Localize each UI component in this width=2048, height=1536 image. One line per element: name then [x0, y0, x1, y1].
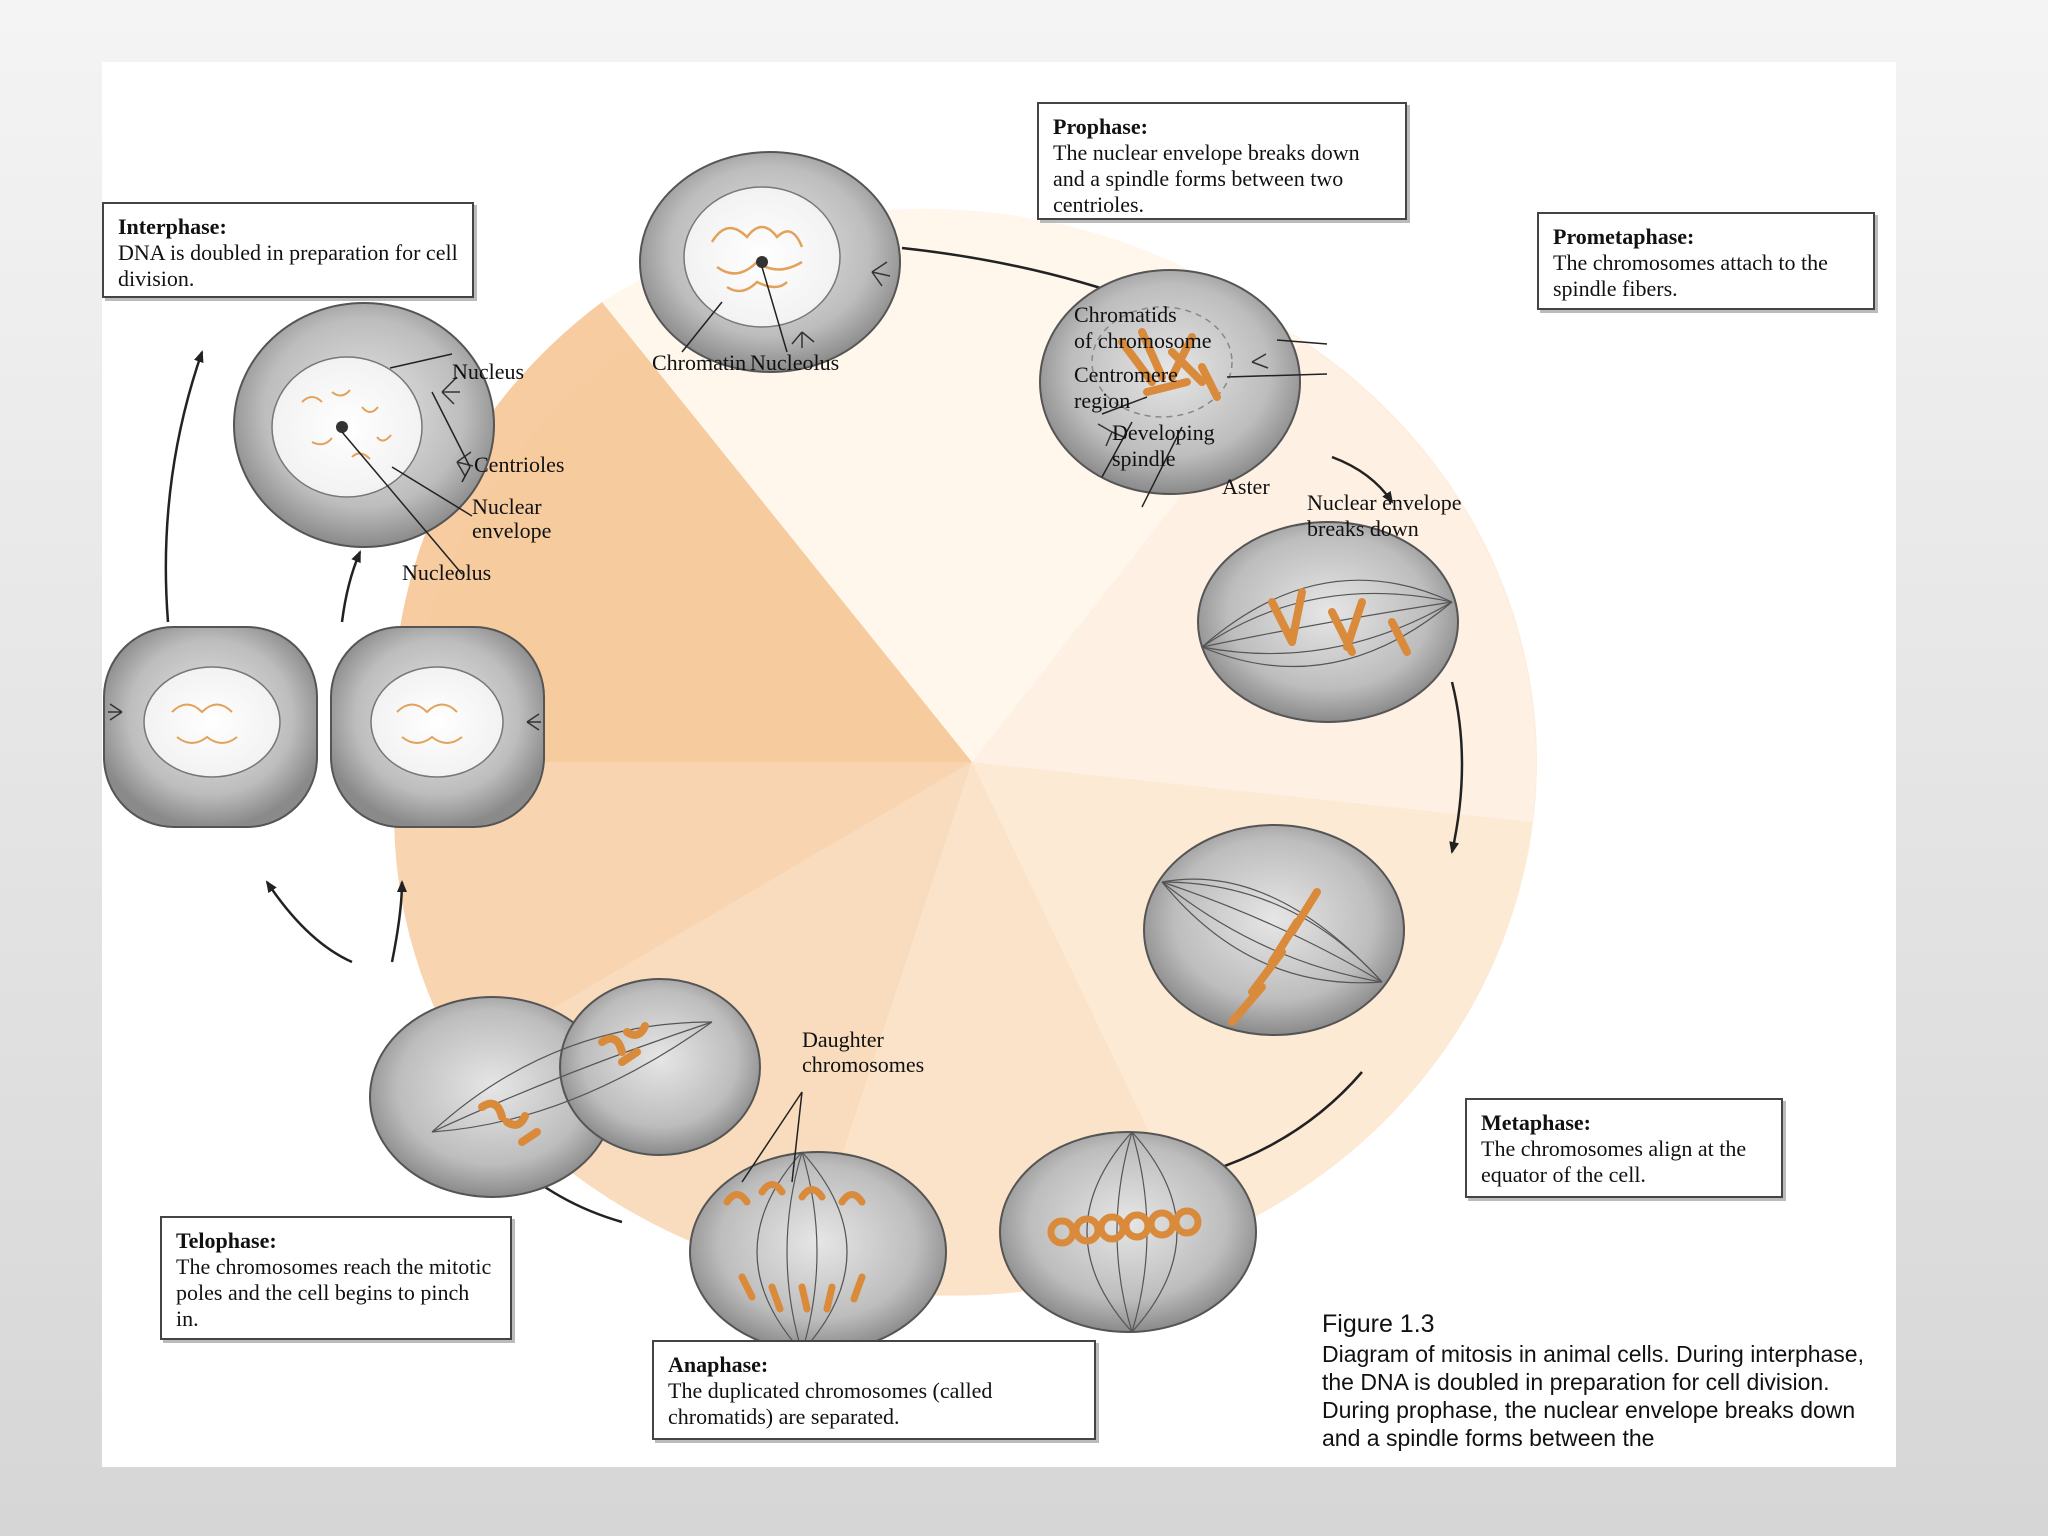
prophase-text: The nuclear envelope breaks down and a s… [1053, 140, 1360, 217]
label-developing-1: Developing [1112, 420, 1215, 445]
prophase-cell [639, 151, 901, 373]
prometaphase-title: Prometaphase: [1553, 224, 1695, 249]
interphase-box: Interphase: DNA is doubled in preparatio… [102, 202, 474, 298]
prometaphase-box: Prometaphase: The chromosomes attach to … [1537, 212, 1875, 310]
telophase-title: Telophase: [176, 1228, 277, 1253]
metaphase-title: Metaphase: [1481, 1110, 1591, 1135]
label-developing-2: spindle [1112, 446, 1176, 471]
arrow-to-metaphase [1449, 681, 1464, 854]
metaphase-cell [1143, 824, 1405, 1036]
prophase-box: Prophase: The nuclear envelope breaks do… [1037, 102, 1407, 220]
interphase-text: DNA is doubled in preparation for cell d… [118, 240, 458, 291]
leader-lines [341, 266, 1328, 1183]
daughter-cell-right [330, 626, 545, 828]
label-nuclear-envelope-1: Nuclear [472, 494, 542, 519]
label-centromere-2: region [1074, 388, 1130, 413]
prometaphase-late-cell [1197, 521, 1459, 723]
metaphase-text: The chromosomes align at the equator of … [1481, 1136, 1747, 1187]
label-nucleus: Nucleus [452, 359, 524, 384]
prophase-title: Prophase: [1053, 114, 1148, 139]
daughter-cell-left [103, 626, 318, 828]
arrow-to-anaphase-early [1205, 1071, 1363, 1174]
prometaphase-early-cell [1039, 269, 1301, 495]
interphase-title: Interphase: [118, 214, 227, 239]
metaphase-box: Metaphase: The chromosomes align at the … [1465, 1098, 1783, 1198]
label-envelope-breaks-2: breaks down [1307, 516, 1419, 541]
telophase-box: Telophase: The chromosomes reach the mit… [160, 1216, 512, 1340]
arrow-to-daughter-right [390, 880, 407, 963]
telophase-text: The chromosomes reach the mitotic poles … [176, 1254, 492, 1331]
mitosis-diagram: Nucleus Centrioles Nuclear envelope Nucl… [103, 151, 1537, 1353]
label-nucleolus-interphase: Nucleolus [402, 560, 491, 585]
prometaphase-text: The chromosomes attach to the spindle fi… [1553, 250, 1828, 301]
mitosis-figure: Nucleus Centrioles Nuclear envelope Nucl… [102, 62, 1896, 1467]
label-centromere-1: Centromere [1074, 362, 1178, 387]
caption-text: Diagram of mitosis in animal cells. Duri… [1322, 1341, 1864, 1451]
arrow-to-late-prometaphase [1331, 455, 1394, 504]
label-envelope-breaks-1: Nuclear envelope [1307, 490, 1462, 515]
arrow-to-interphase-cell [340, 550, 362, 623]
anaphase-text: The duplicated chromosomes (called chrom… [668, 1378, 993, 1429]
arrow-to-daughter-left [265, 880, 353, 964]
label-nucleolus-prophase: Nucleolus [750, 350, 839, 375]
anaphase-box: Anaphase: The duplicated chromosomes (ca… [652, 1340, 1096, 1440]
anaphase-early-cell [999, 1131, 1257, 1333]
figure-caption: Figure 1.3 Diagram of mitosis in animal … [1322, 1310, 1892, 1467]
arrow-to-interphase-box [164, 350, 204, 623]
telophase-cell [369, 978, 761, 1198]
anaphase-cell [689, 1151, 947, 1353]
caption-title: Figure 1.3 [1322, 1310, 1435, 1338]
label-daughter-2: chromosomes [802, 1052, 924, 1077]
label-chromatids-1: Chromatids [1074, 302, 1177, 327]
label-nuclear-envelope-2: envelope [472, 518, 551, 543]
label-chromatin: Chromatin [652, 350, 746, 375]
label-chromatids-2: of chromosome [1074, 328, 1211, 353]
label-centrioles: Centrioles [474, 452, 564, 477]
anaphase-title: Anaphase: [668, 1352, 769, 1377]
interphase-cell [233, 302, 495, 548]
label-daughter-1: Daughter [802, 1027, 885, 1052]
label-aster: Aster [1222, 474, 1270, 499]
